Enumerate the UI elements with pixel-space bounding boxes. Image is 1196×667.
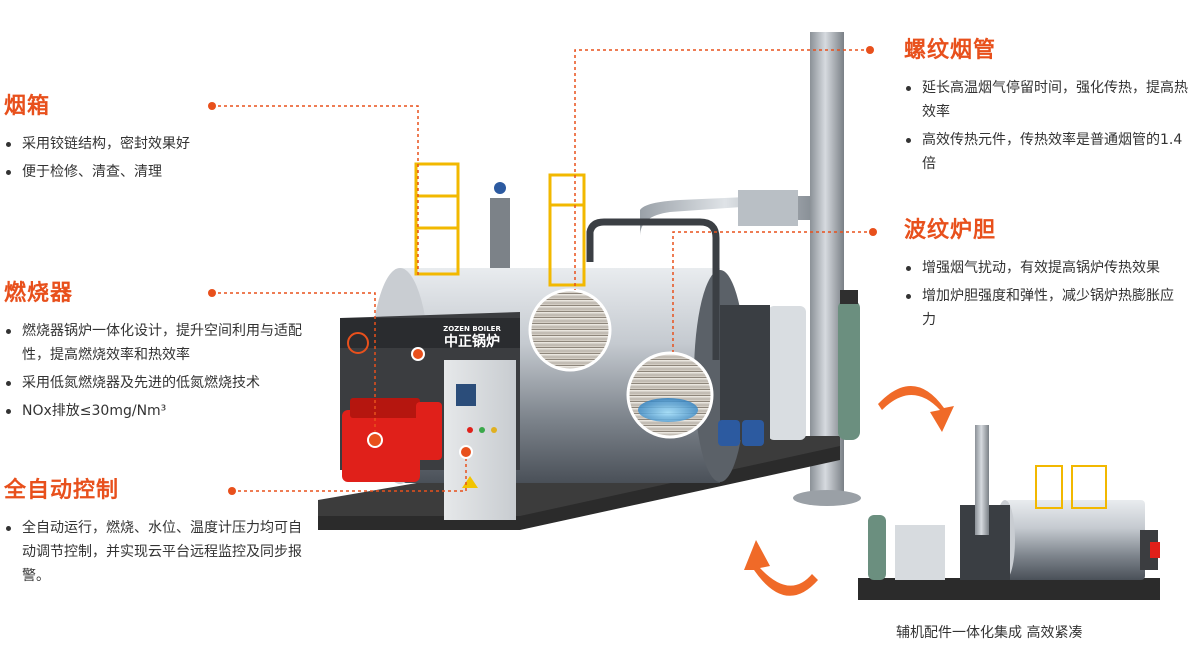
section-corrugated-furnace: 波纹炉胆 增强烟气扰动，有效提高锅炉传热效果 增加炉胆强度和弹性，减少锅炉热膨胀… [904,218,1174,336]
feature-list: 全自动运行，燃烧、水位、温度计压力均可自动调节控制，并实现云平台远程监控及同步报… [4,516,304,588]
section-burner: 燃烧器 燃烧器锅炉一体化设计，提升空间利用与适配性，提高燃烧效率和热效率 采用低… [4,281,314,427]
boiler-brand: 中正锅炉 [444,334,500,350]
feature-list: 增强烟气扰动，有效提高锅炉传热效果 增加炉胆强度和弹性，减少锅炉热膨胀应力 [904,256,1174,332]
feature-list: 延长高温烟气停留时间，强化传热，提高热效率 高效传热元件，传热效率是普通烟管的1… [904,76,1188,176]
list-item: 增强烟气扰动，有效提高锅炉传热效果 [904,256,1174,280]
integrated-unit-caption: 辅机配件一体化集成 高效紧凑 [896,625,1083,641]
feature-list: 采用铰链结构，密封效果好 便于检修、清查、清理 [4,132,214,184]
list-item: 燃烧器锅炉一体化设计，提升空间利用与适配性，提高燃烧效率和热效率 [4,319,314,367]
list-item: 采用低氮燃烧器及先进的低氮燃烧技术 [4,371,314,395]
section-title: 螺纹烟管 [904,38,997,63]
section-auto-control: 全自动控制 全自动运行，燃烧、水位、温度计压力均可自动调节控制，并实现云平台远程… [4,478,304,592]
list-item: 全自动运行，燃烧、水位、温度计压力均可自动调节控制，并实现云平台远程监控及同步报… [4,516,304,588]
list-item: 采用铰链结构，密封效果好 [4,132,214,156]
section-smokebox: 烟箱 采用铰链结构，密封效果好 便于检修、清查、清理 [4,94,214,188]
section-title: 烟箱 [4,94,51,119]
list-item: 增加炉胆强度和弹性，减少锅炉热膨胀应力 [904,284,1174,332]
list-item: NOx排放≤30mg/Nm³ [4,399,314,423]
section-title: 波纹炉胆 [904,218,997,243]
boiler-brand-small: ZOZEN BOILER [443,325,501,333]
list-item: 便于检修、清查、清理 [4,160,214,184]
section-title: 全自动控制 [4,478,120,503]
feature-list: 燃烧器锅炉一体化设计，提升空间利用与适配性，提高燃烧效率和热效率 采用低氮燃烧器… [4,319,314,423]
list-item: 延长高温烟气停留时间，强化传热，提高热效率 [904,76,1188,124]
section-title: 燃烧器 [4,281,74,306]
section-threaded-tube: 螺纹烟管 延长高温烟气停留时间，强化传热，提高热效率 高效传热元件，传热效率是普… [904,38,1188,180]
boiler-brand-label: ZOZEN BOILER 中正锅炉 [432,325,512,350]
list-item: 高效传热元件，传热效率是普通烟管的1.4倍 [904,128,1188,176]
